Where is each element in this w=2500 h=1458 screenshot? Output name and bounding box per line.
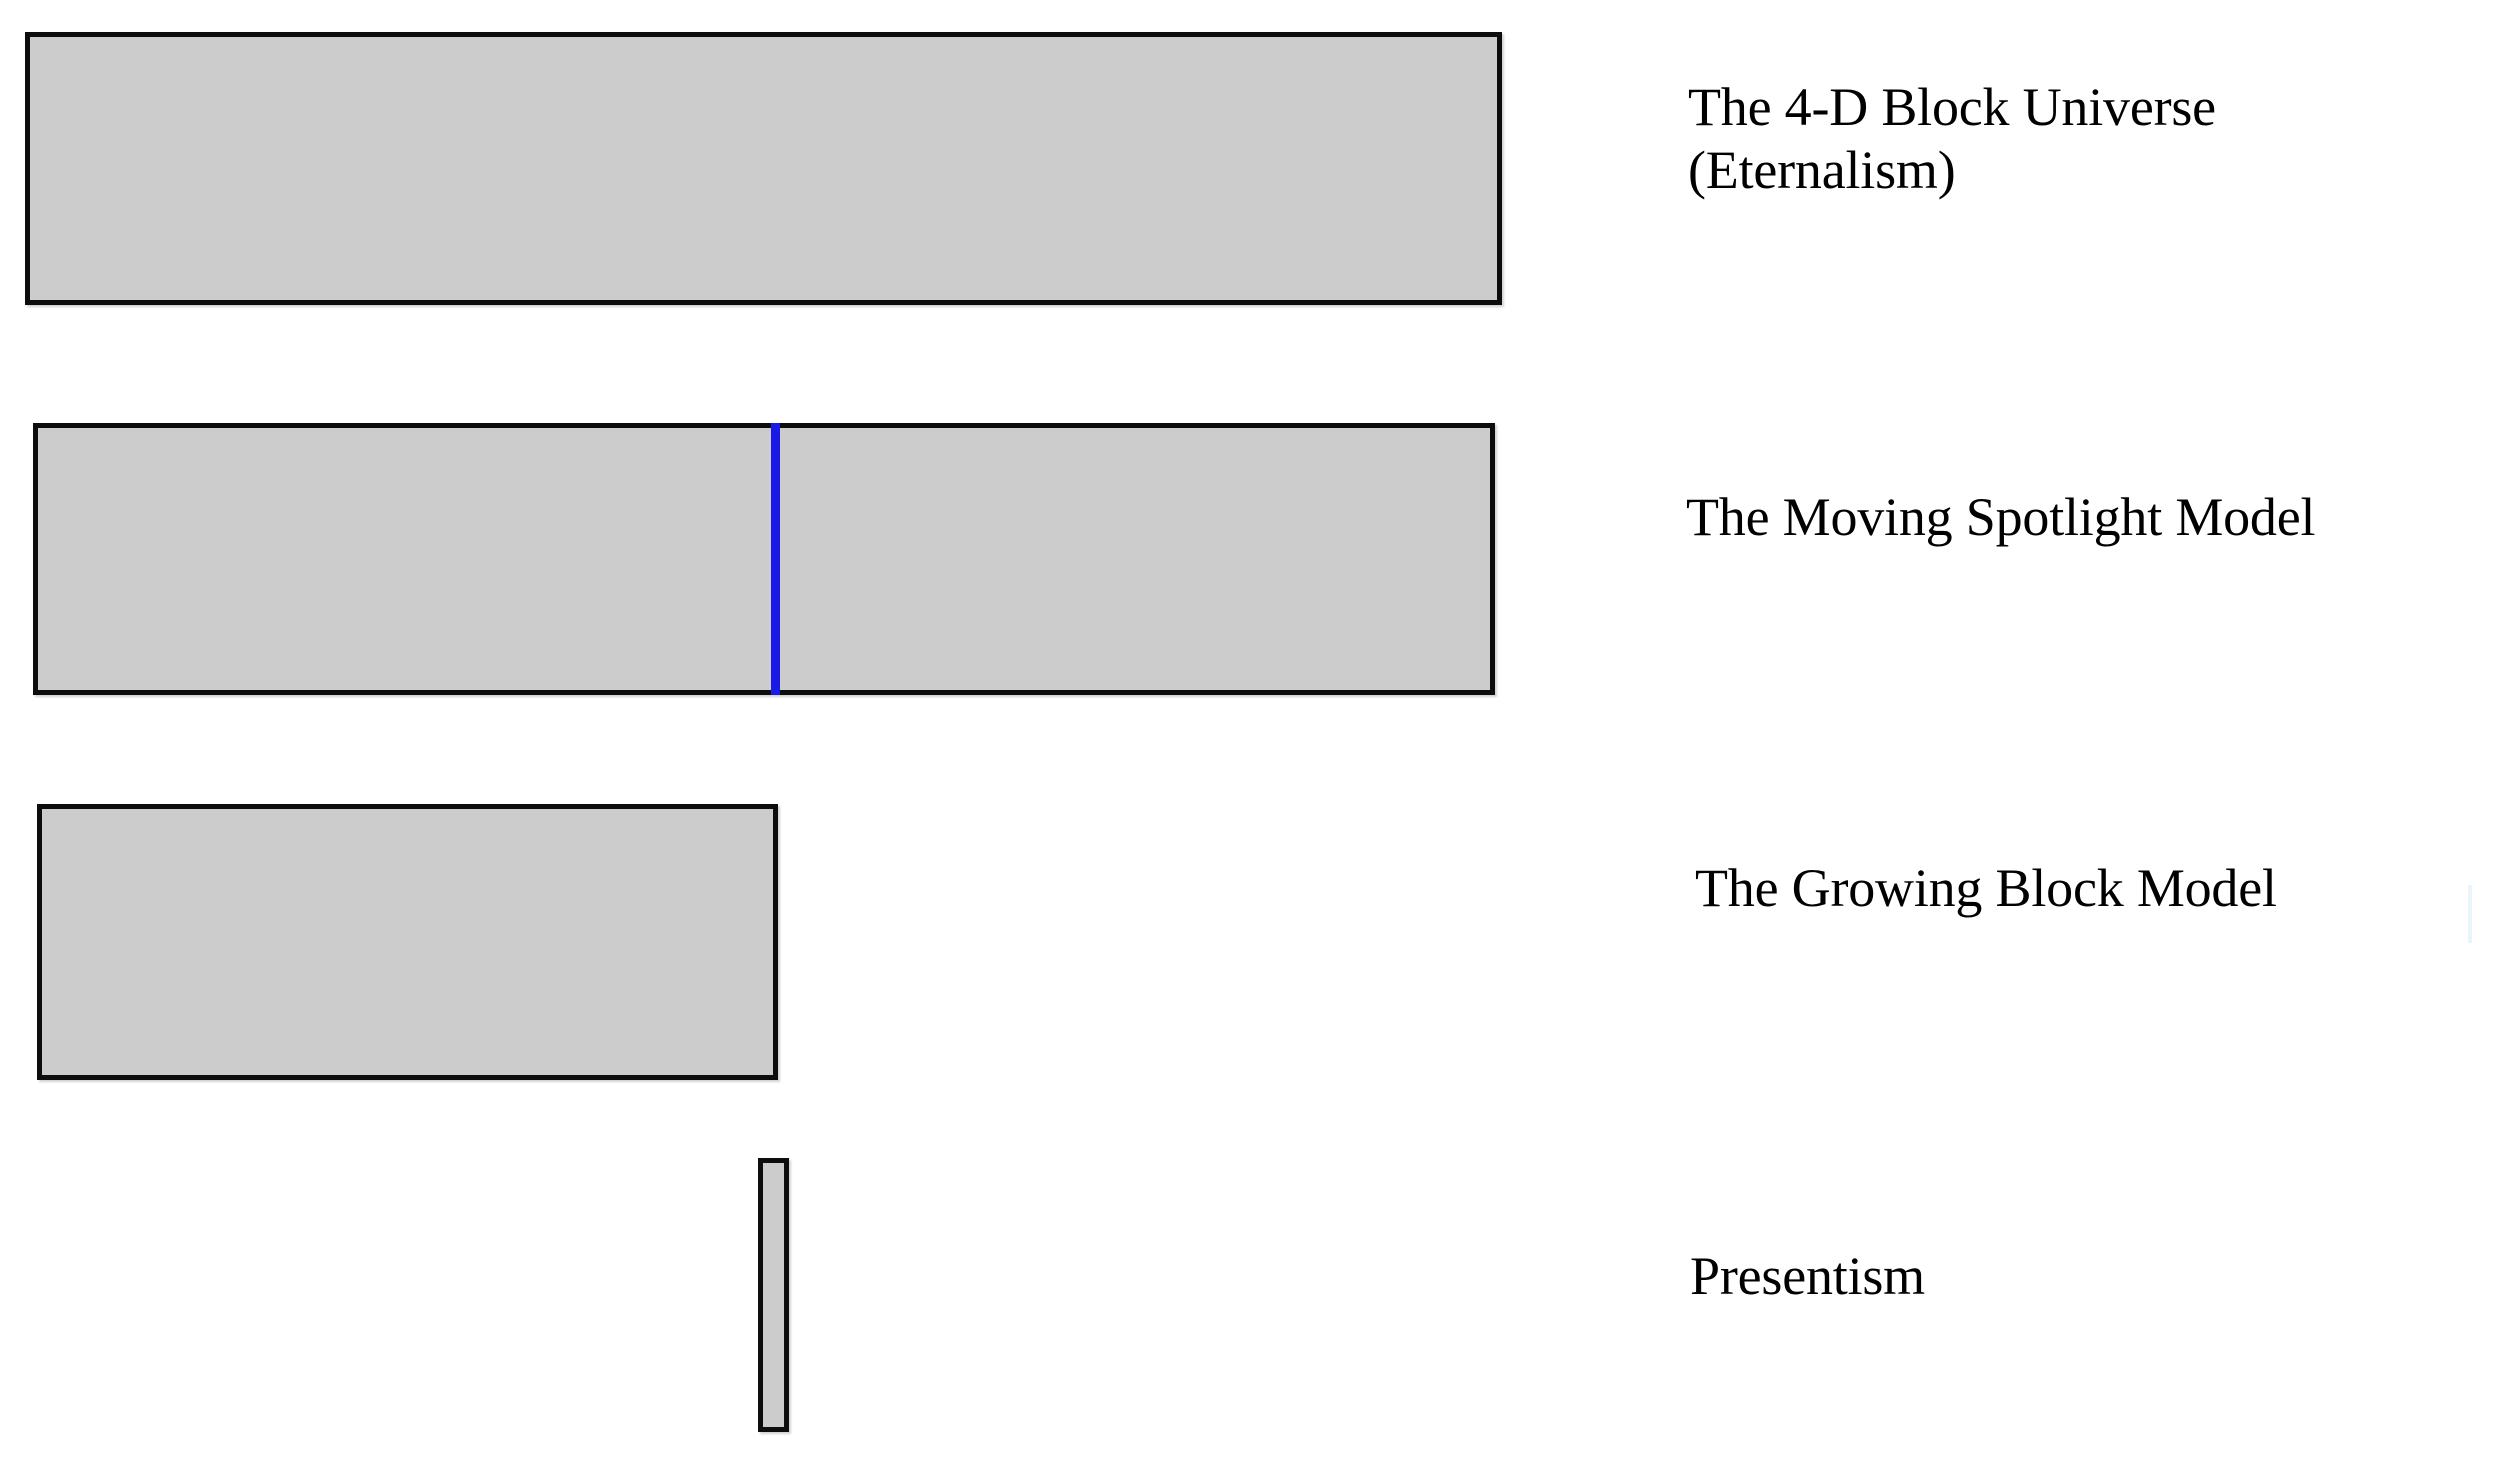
edge-artifact-line [2468,885,2472,943]
moving-spotlight-label: The Moving Spotlight Model [1686,487,2316,547]
eternalism-label: The 4-D Block Universe (Eternalism) [1688,77,2216,201]
present-moment-marker [771,423,780,695]
eternalism-block [25,32,1502,305]
presentism-block [758,1158,789,1432]
growing-block-label: The Growing Block Model [1695,858,2277,918]
moving-spotlight-block [33,423,1495,695]
presentism-label: Presentism [1690,1246,1925,1306]
growing-block-block [37,804,778,1080]
